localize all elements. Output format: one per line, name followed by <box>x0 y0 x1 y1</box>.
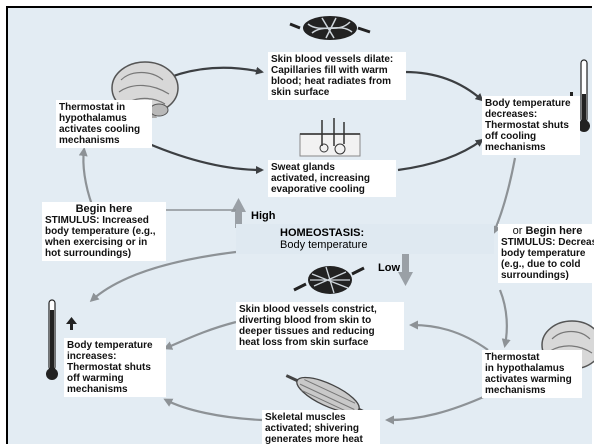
vessel-dilate-box: Skin blood vessels dilate: Capillaries f… <box>268 52 406 100</box>
text-line: generates more heat <box>265 434 363 444</box>
text-line: diverting blood from skin to <box>239 315 372 326</box>
text-line: Thermostat in <box>59 102 126 113</box>
arrow-begin-to-thermostat <box>78 147 94 206</box>
text-line: Sweat glands <box>271 162 335 173</box>
text-line: activated; shivering <box>265 423 359 434</box>
text-line: Skin blood vessels dilate: <box>271 54 394 65</box>
text-line: Thermostat <box>485 352 540 363</box>
warming-arrows <box>89 250 511 425</box>
body-temp-decreases-box: Body temperature decreases: Thermostat s… <box>482 96 580 155</box>
arrow-sweat-to-decrease <box>397 138 484 172</box>
thermostat-cooling-box: Thermostat in hypothalamus activates coo… <box>56 100 152 148</box>
arrow-decrease-to-homeostasis <box>492 157 517 235</box>
arrow-dilate-to-decrease <box>404 70 484 102</box>
text-line: hot surroundings) <box>45 248 132 259</box>
begin-here-decrease-box: or Begin here STIMULUS: Decreased body t… <box>498 224 594 283</box>
text-line: Thermostat shuts <box>485 120 569 131</box>
text-line: Skin blood vessels constrict, <box>239 304 377 315</box>
arrow-shiver-to-increase <box>163 398 263 422</box>
text-line: STIMULUS: Increased <box>45 215 149 226</box>
sweat-glands-box: Sweat glands activated, increasing evapo… <box>268 160 396 197</box>
text-line: (e.g., due to cold <box>501 259 581 270</box>
thermostat-warming-box: Thermostat in hypothalamus activates war… <box>482 350 582 398</box>
text-line: blood; heat radiates from <box>271 76 392 87</box>
blood-vessel-constricted-icon <box>293 266 365 294</box>
homeostasis-subtitle: Body temperature <box>280 239 368 251</box>
text-line: off warming <box>67 373 124 384</box>
text-line: Capillaries fill with warm <box>271 65 388 76</box>
begin-here-header: or Begin here <box>501 226 594 237</box>
thermometer-up-icon <box>46 299 58 380</box>
text-line: skin surface <box>271 87 330 98</box>
text-line: off cooling <box>485 131 537 142</box>
low-arrow <box>398 254 413 286</box>
arrow-thermostat-to-sweat <box>139 138 264 174</box>
blood-vessel-dilated-icon <box>289 16 371 40</box>
vessel-constrict-box: Skin blood vessels constrict, diverting … <box>236 302 404 350</box>
text-line: activated, increasing <box>271 173 370 184</box>
low-label: Low <box>378 262 400 274</box>
arrow-thermostat-to-constrict <box>409 320 489 351</box>
text-line: in hypothalamus <box>485 363 565 374</box>
text-line: STIMULUS: Decreased <box>501 237 594 248</box>
text-line: Thermostat shuts <box>67 362 151 373</box>
or-label: or <box>512 225 526 237</box>
text-line: surroundings) <box>501 270 569 281</box>
arrow-begin-right-to-thermostat <box>498 289 511 348</box>
text-line: heat loss from skin surface <box>239 337 369 348</box>
text-line: decreases: <box>485 109 538 120</box>
text-line: mechanisms <box>67 384 128 395</box>
arrow-thermostat-to-shiver <box>385 393 489 425</box>
begin-here-label: Begin here <box>525 225 583 237</box>
arrow-constrict-to-increase <box>163 320 237 350</box>
text-line: mechanisms <box>485 385 546 396</box>
text-line: body temperature (e.g., <box>45 226 156 237</box>
text-line: Body temperature <box>67 340 153 351</box>
sweat-gland-icon <box>299 118 361 157</box>
high-arrow <box>231 198 246 228</box>
skeletal-muscles-box: Skeletal muscles activated; shivering ge… <box>262 410 380 444</box>
text-line: Body temperature <box>485 98 571 109</box>
begin-here-label: Begin here <box>75 203 133 215</box>
text-line: mechanisms <box>485 142 546 153</box>
begin-here-increase-box: Begin here STIMULUS: Increased body temp… <box>42 202 166 261</box>
up-arrow-icon <box>66 317 77 330</box>
body-temp-increases-box: Body temperature increases: Thermostat s… <box>64 338 166 397</box>
text-line: activates warming <box>485 374 572 385</box>
text-line: mechanisms <box>59 135 120 146</box>
text-line: increases: <box>67 351 117 362</box>
high-label: High <box>251 210 276 222</box>
arrow-homeostasis-to-increase <box>89 250 237 302</box>
text-line: body temperature <box>501 248 586 259</box>
homeostasis-title: HOMEOSTASIS: <box>280 227 365 239</box>
text-line: when exercising or in <box>45 237 148 248</box>
text-line: evaporative cooling <box>271 184 365 195</box>
thermometer-down-icon <box>578 59 590 132</box>
text-line: activates cooling <box>59 124 141 135</box>
text-line: deeper tissues and reducing <box>239 326 375 337</box>
text-line: hypothalamus <box>59 113 127 124</box>
text-line: Skeletal muscles <box>265 412 346 423</box>
homeostasis-box: HOMEOSTASIS: Body temperature <box>236 224 494 254</box>
